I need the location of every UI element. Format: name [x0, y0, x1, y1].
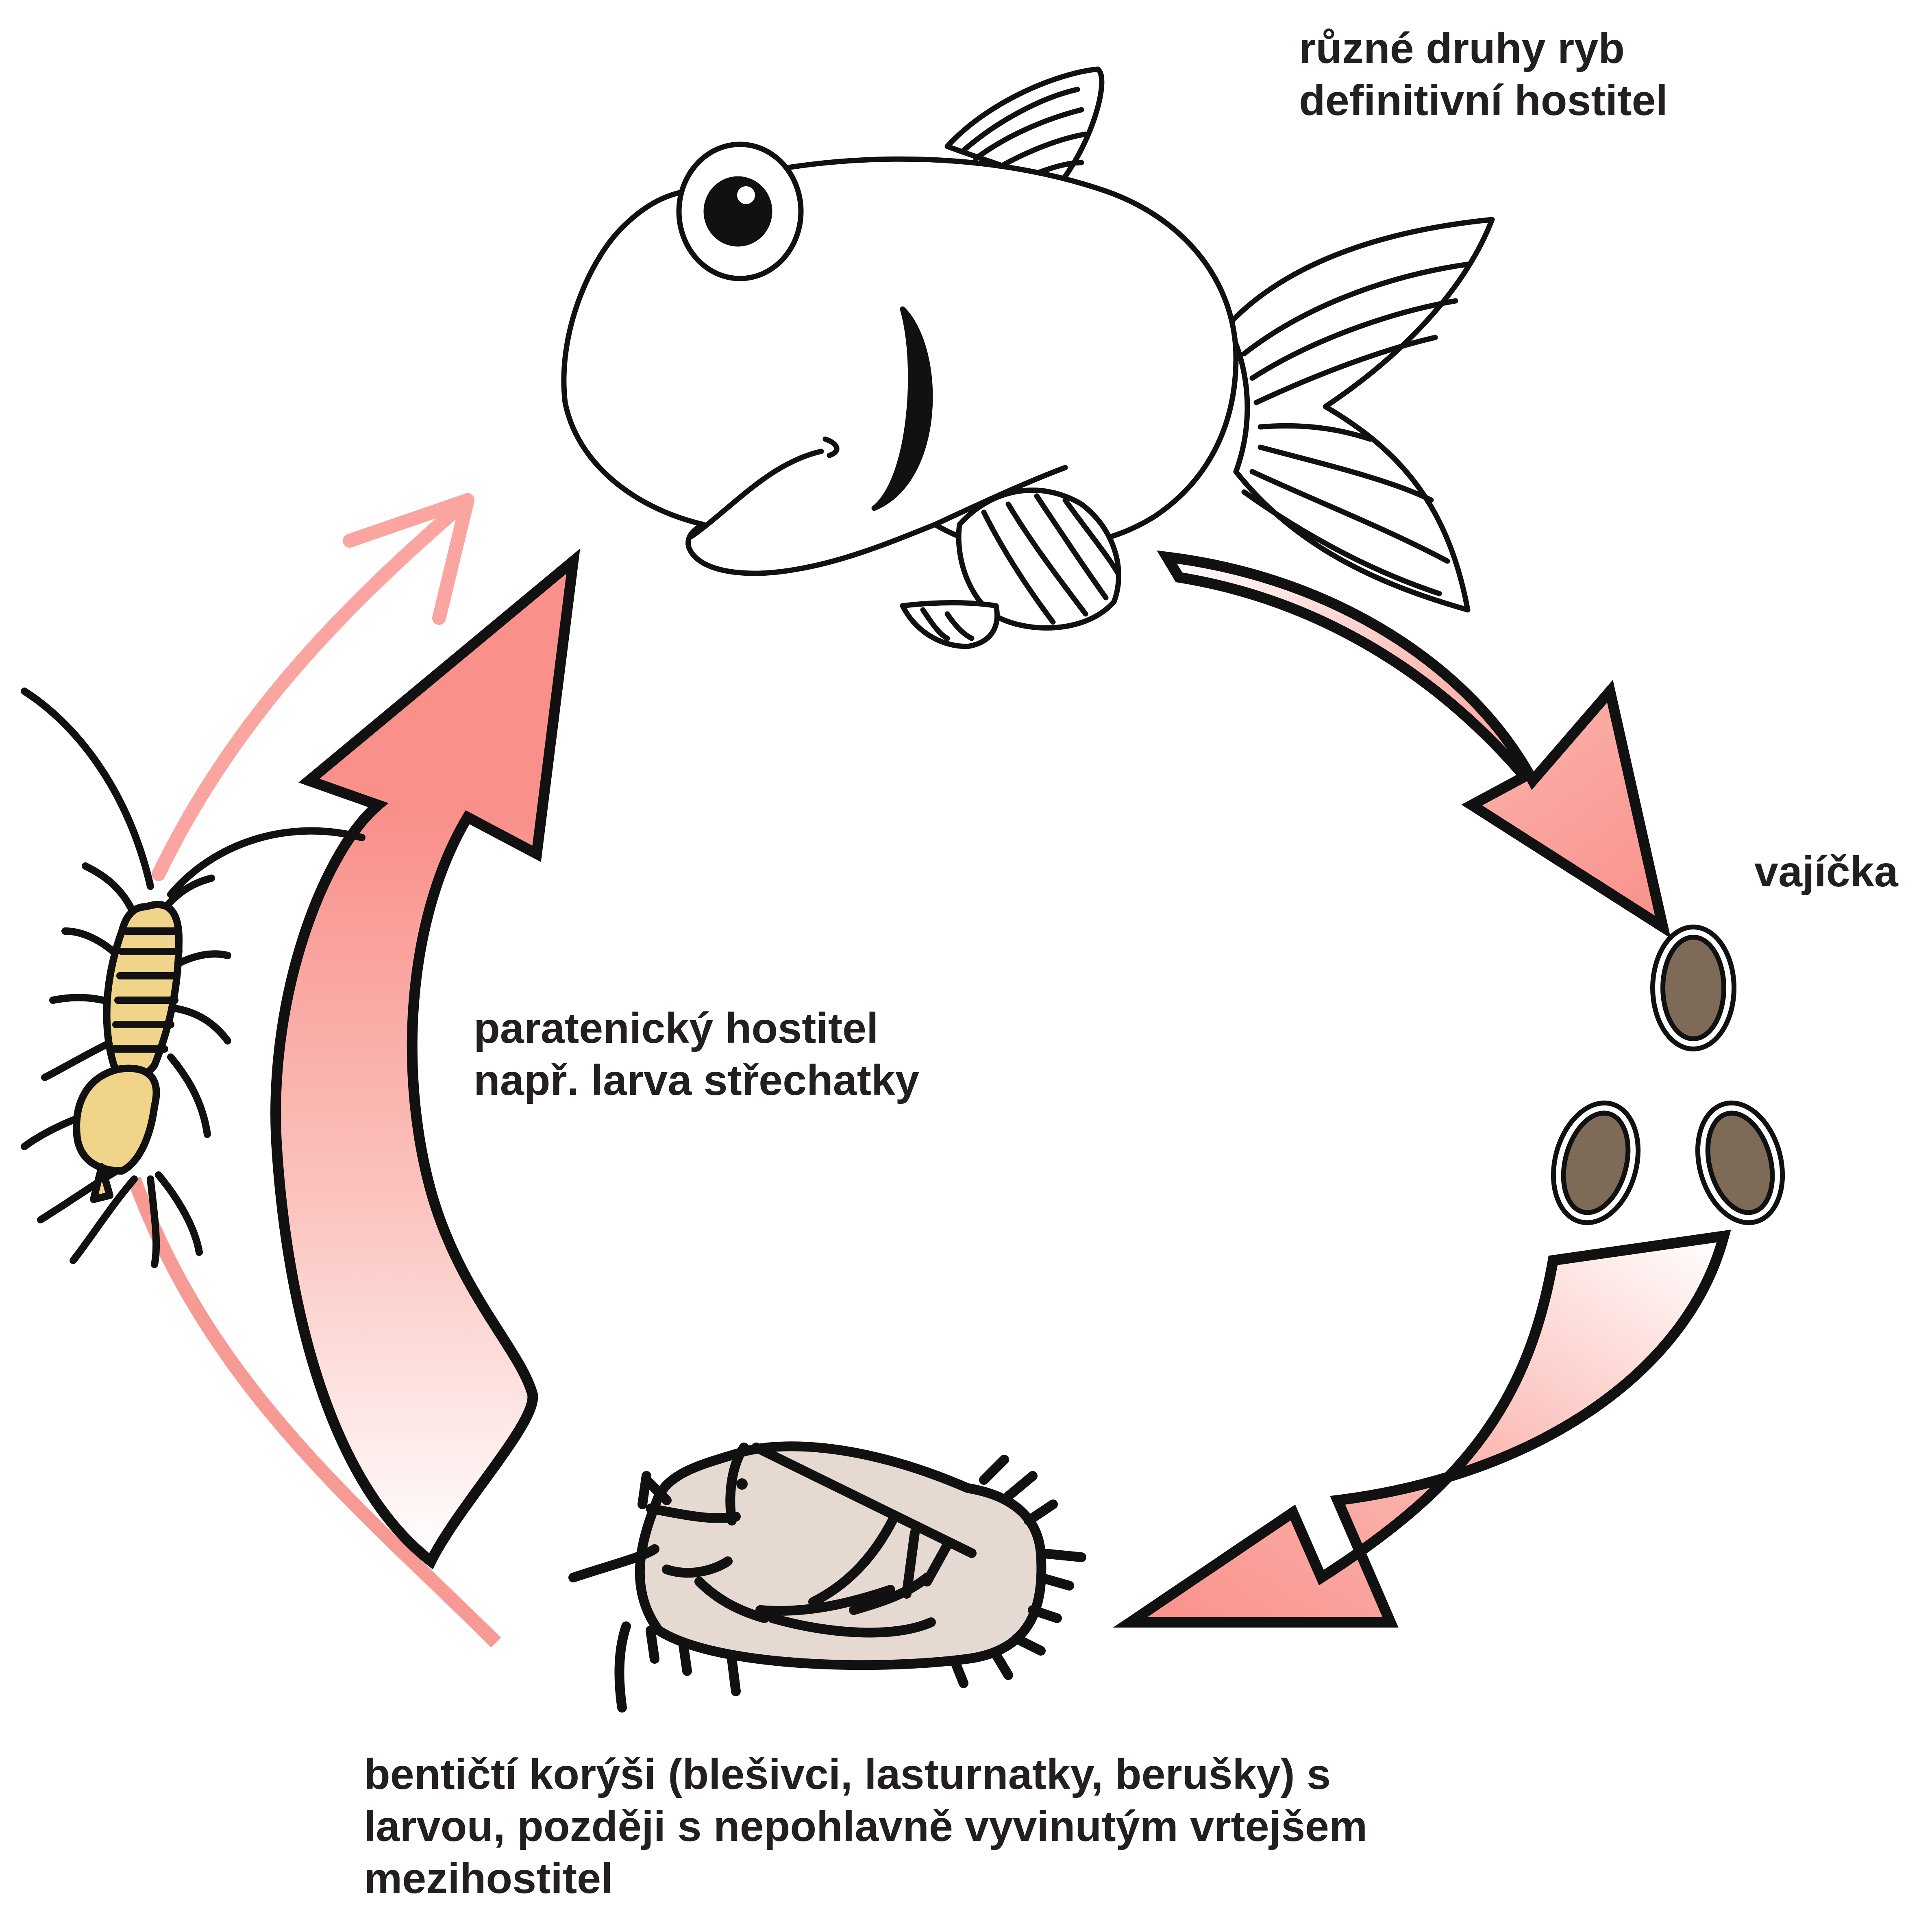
eggs-label: vajíčka — [1754, 846, 1898, 898]
definitive-host-line2: definitivní hostitel — [1299, 74, 1668, 126]
definitive-host-label: různé druhy ryb definitivní hostitel — [1299, 22, 1668, 126]
egg-icon — [1541, 1093, 1651, 1232]
definitive-host-line1: různé druhy ryb — [1299, 22, 1668, 74]
fish-to-eggs-arrow — [1167, 557, 1663, 927]
fish-icon — [564, 69, 1492, 646]
intermediate-host-line2: larvou, později s nepohlavně vyvinutým v… — [364, 1800, 1367, 1852]
paratenic-host-line1: paratenický hostitel — [474, 1002, 919, 1054]
eggs-label-text: vajíčka — [1754, 846, 1898, 898]
eggs-group — [1541, 927, 1795, 1232]
egg-icon — [1653, 927, 1734, 1049]
intermediate-host-label: bentičtí korýši (blešivci, lasturnatky, … — [364, 1748, 1367, 1904]
intermediate-host-line3: mezihostitel — [364, 1852, 1367, 1904]
paratenic-host-label: paratenický hostitel např. larva střecha… — [474, 1002, 919, 1106]
intermediate-host-line1: bentičtí korýši (blešivci, lasturnatky, … — [364, 1748, 1367, 1800]
crustacean-icon — [573, 1446, 1081, 1708]
egg-icon — [1685, 1093, 1795, 1232]
paratenic-host-line2: např. larva střechatky — [474, 1054, 919, 1106]
eggs-to-crustacean-arrow — [1130, 1236, 1724, 1622]
